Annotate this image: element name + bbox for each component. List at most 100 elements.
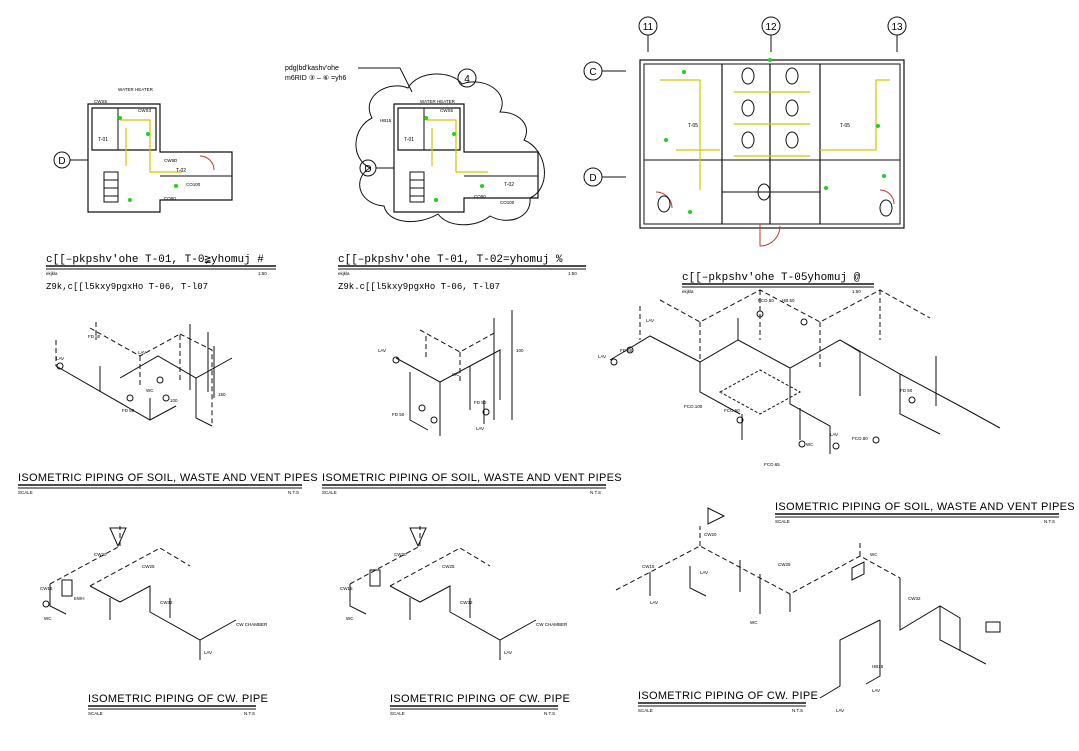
- fixture-label: FD 50: [88, 334, 101, 339]
- scale-value: N.T.S: [1044, 519, 1055, 524]
- plan-title: c[[–pkpshv'ohe T-01, T-02=yhomuj %: [338, 254, 563, 266]
- fixture-label: LAV: [646, 318, 654, 323]
- iso-cw-1: CW15 CW20 CW25 CW32 WC LAV CW CHAMBER EW…: [40, 526, 268, 716]
- fixture-label: WC: [452, 372, 460, 377]
- fixture-label: WC: [870, 552, 878, 557]
- fixture-label: WC: [806, 442, 814, 447]
- fixture-label: FD 50: [122, 408, 135, 413]
- scale-label: SCALE: [775, 519, 790, 524]
- fixture-label: CW20: [94, 552, 107, 557]
- fixture-label: FCO.50: [758, 298, 774, 303]
- scale-label: SCALE: [390, 711, 405, 716]
- room-label: T-05: [840, 123, 850, 129]
- room-label: T-01: [98, 137, 108, 143]
- iso-title: ISOMETRIC PIPING OF CW. PIPE: [638, 690, 818, 702]
- fixture-label: CW25: [442, 564, 455, 569]
- iso-title: ISOMETRIC PIPING OF CW. PIPE: [88, 693, 268, 705]
- fixture-label: CW CHAMBER: [236, 622, 268, 627]
- fixture-label: CW32: [908, 596, 921, 601]
- fixture-label: LAV: [504, 650, 512, 655]
- fixture-label: FCO.50: [724, 408, 740, 413]
- fixture-label: LAV: [56, 356, 64, 361]
- fixture-label: WC: [44, 616, 52, 621]
- fixture-label: CW9D: [164, 158, 178, 163]
- fixture-label: CW20: [704, 532, 717, 537]
- plan-right: 11 12 13 C D: [583, 16, 907, 294]
- scale-label: SCALE: [88, 711, 103, 716]
- iso-title: ISOMETRIC PIPING OF SOIL, WASTE AND VENT…: [18, 472, 318, 484]
- fixture-label: LAV: [836, 708, 844, 713]
- fixture-label: FCO.80: [852, 436, 868, 441]
- fixture-label: LAV: [830, 432, 838, 437]
- iso-title: ISOMETRIC PIPING OF SOIL, WASTE AND VENT…: [775, 501, 1075, 513]
- fixture-label: CW15: [642, 564, 655, 569]
- revision-marker: 4: [464, 74, 470, 85]
- fixture-label: WC: [750, 620, 758, 625]
- fixture-label: CW15: [340, 586, 353, 591]
- fixture-label: FD 50: [900, 388, 913, 393]
- fixture-label: CO100: [500, 200, 515, 205]
- fixture-label: FCO.65: [764, 462, 780, 467]
- iso-cw-3: CW15 CW20 LAV LAV WC WC CW25 CW32 HB15 L…: [615, 507, 1001, 713]
- scale-label: SCALE: [18, 490, 33, 495]
- plan-subtitle: Z9k,c[[l5kxy9pgxHo T-06, T-l07: [46, 282, 208, 292]
- fixture-label: HB15: [380, 118, 392, 123]
- fixture-label: LAV: [378, 348, 386, 353]
- scale-value: N.T.S: [288, 490, 299, 495]
- scale-label: SCALE: [322, 490, 337, 495]
- scale-value: N.T.S: [590, 490, 601, 495]
- scale-value: 1:50: [852, 289, 861, 294]
- scale-value: N.T.S: [244, 711, 255, 716]
- fixture-label: FCO.100: [684, 404, 703, 409]
- fixture-label: LAV: [598, 354, 606, 359]
- room-label: T-05: [688, 123, 698, 129]
- revision-note: m6RID ③ – ⑥ =yh6: [285, 74, 346, 82]
- fixture-label: LAV: [138, 350, 146, 355]
- plan-left: D T-01 T-02 WATER HEATER CWS5 CWS3 CW9D …: [46, 87, 276, 292]
- fixture-label: WATER HEATER: [118, 87, 154, 92]
- plan-middle: D 4 pdg|bd'kashv'ohe m6RID ③ – ⑥ =yh6 T-…: [285, 65, 586, 292]
- fixture-label: CW32: [160, 600, 173, 605]
- fixture-label: CW25: [142, 564, 155, 569]
- plan-subtitle: Z9k.c[[l5kxy9pgxHo T-06, T-l07: [338, 282, 500, 292]
- fixture-label: LAV: [872, 688, 880, 693]
- fixture-label: CO50: [164, 196, 176, 201]
- grid-row-label: C: [589, 67, 596, 78]
- scale-value: N.T.S: [544, 711, 555, 716]
- fixture-label: WATER HEATER: [420, 99, 456, 104]
- fixture-label: FD 50: [392, 412, 405, 417]
- wc-fixtures: [657, 67, 893, 217]
- grid-column-label: 11: [643, 22, 654, 33]
- plan-title: c[[–pkpshv'ohe T-05yhomuj @: [682, 272, 861, 284]
- fixture-label: HB15: [872, 664, 884, 669]
- grid-column-label: 12: [765, 22, 777, 33]
- room-label: T-02: [176, 168, 186, 174]
- scale-value: 1:50: [258, 271, 267, 276]
- fixture-label: WC: [346, 616, 354, 621]
- scale-value: N.T.S: [792, 708, 803, 713]
- grid-marker-label: D: [364, 164, 371, 175]
- grid-marker-label: D: [58, 156, 65, 167]
- iso-title: ISOMETRIC PIPING OF SOIL, WASTE AND VENT…: [322, 472, 622, 484]
- fixture-label: FD 50: [620, 348, 633, 353]
- grid-row-label: D: [589, 173, 596, 184]
- fixture-label: CWS5: [94, 99, 107, 104]
- fixture-label: 100: [170, 398, 178, 403]
- fixture-label: CWS5: [440, 108, 453, 113]
- fixture-label: CW20: [394, 552, 407, 557]
- fixture-label: LAV: [700, 570, 708, 575]
- fixture-label: 100: [516, 348, 524, 353]
- fixture-label: CW CHAMBER: [536, 622, 568, 627]
- revision-note: pdg|bd'kashv'ohe: [285, 65, 339, 72]
- fixture-label: CW32: [460, 600, 473, 605]
- fixture-label: CO50: [474, 194, 486, 199]
- scale-label: ekjkla: [46, 271, 58, 276]
- room-label: T-01: [404, 137, 414, 143]
- fixture-label: EWH: [74, 596, 85, 601]
- fixture-label: LAV: [204, 650, 212, 655]
- fixture-label: WC: [146, 388, 154, 393]
- iso-soil-1: LAV FD 50 WC FD 50 LAV 150 100 ISOMETRIC…: [18, 322, 318, 495]
- scale-label: ekjkla: [338, 271, 350, 276]
- iso-soil-2: LAV WC FD 50 LAV FD 50 100 ISOMETRIC PIP…: [322, 310, 622, 495]
